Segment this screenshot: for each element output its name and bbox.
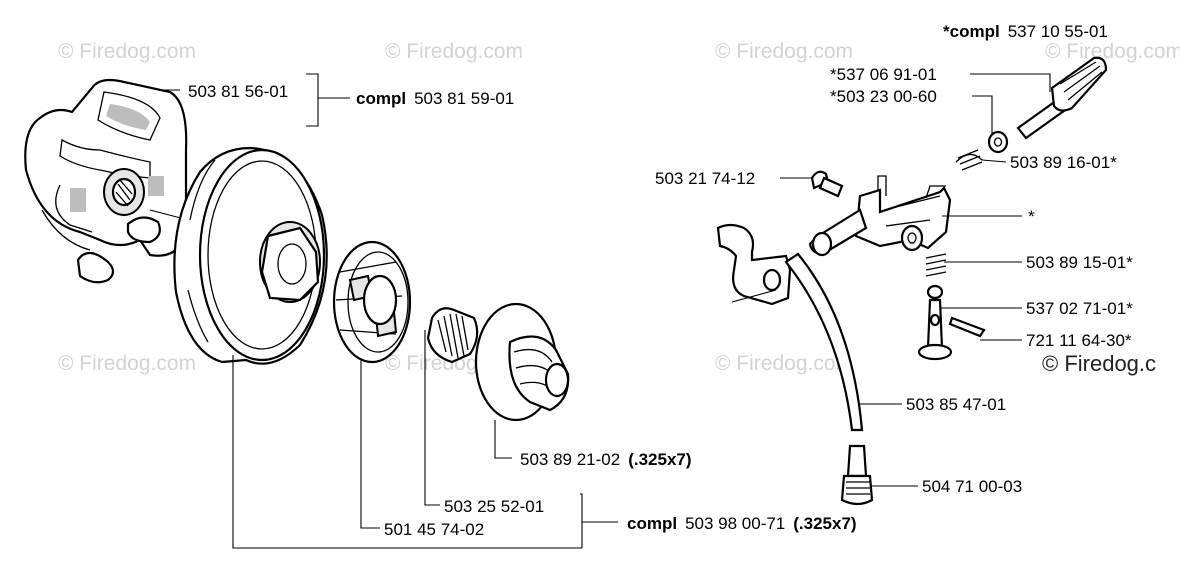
watermark-text: © Firedog.com — [58, 40, 196, 63]
part-number-label: 501 45 74-02 — [384, 520, 484, 539]
watermark-text: © Firedog.com — [715, 40, 853, 63]
part-number-label: 503 81 56-01 — [188, 82, 288, 101]
compl-word: compl — [627, 514, 677, 533]
compl-number: 537 10 55-01 — [1008, 22, 1108, 41]
rim-sprocket-illustration — [332, 240, 412, 364]
part-number-label: 721 11 64-30* — [1026, 331, 1132, 350]
compl-label: compl 503 81 59-01 — [356, 89, 514, 108]
oil-pump-illustration — [716, 56, 1108, 506]
watermark-text: © Firedog.com — [715, 352, 853, 375]
compl-number: 503 98 00-71 — [685, 514, 785, 533]
part-number-label: 503 85 47-01 — [906, 395, 1006, 414]
watermark-text: © Firedog.com — [1045, 40, 1180, 63]
part-number-label: *503 23 00-60 — [830, 87, 937, 106]
clutch-illustration — [24, 78, 197, 284]
clutch-drum-illustration — [173, 146, 328, 365]
part-number-label: 503 89 16-01* — [1010, 153, 1117, 172]
part-number-label: 503 21 74-12 — [655, 169, 755, 188]
watermark-text: © Firedog.com — [58, 352, 196, 375]
compl-spec: (.325x7) — [793, 514, 856, 533]
compl-word: *compl — [943, 22, 1000, 41]
part-number-label: 504 71 00-03 — [922, 477, 1022, 496]
leader-lines-oil-pump — [731, 73, 1051, 487]
compl-word: compl — [356, 89, 406, 108]
part-number-label: *537 06 91-01 — [830, 65, 937, 84]
part-number-label: 503 89 15-01* — [1026, 253, 1133, 272]
drum-cup-illustration — [474, 302, 570, 422]
part-number-label: 503 89 21-02 (.325x7) — [520, 450, 692, 469]
compl-label: *compl 537 10 55-01 — [943, 22, 1108, 41]
part-number-label: * — [1028, 207, 1035, 226]
needle-bearing-illustration — [426, 307, 479, 364]
leader-lines-clutch — [162, 73, 618, 549]
part-number-label: 537 02 71-01* — [1026, 299, 1133, 318]
compl-number: 503 81 59-01 — [414, 89, 514, 108]
part-number-label: 503 25 52-01 — [444, 497, 544, 516]
watermark-text-dark: © Firedog.c — [1042, 351, 1156, 376]
rim-number: 503 89 21-02 — [520, 450, 620, 469]
rim-spec: (.325x7) — [628, 450, 691, 469]
watermark-text: © Firedog.com — [385, 40, 523, 63]
compl-label: compl 503 98 00-71 (.325x7) — [627, 514, 857, 533]
